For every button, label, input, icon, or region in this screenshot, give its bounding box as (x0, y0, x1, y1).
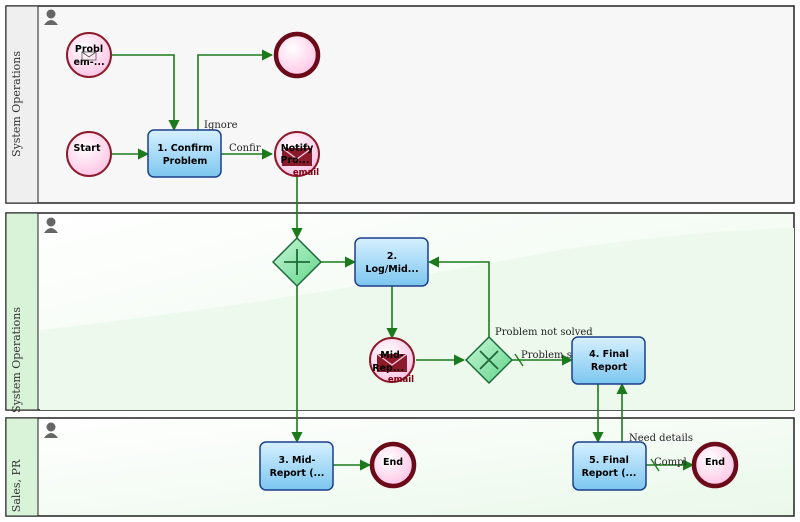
node-label: 4. Final (589, 349, 629, 360)
sequence-flows (112, 49, 695, 471)
node-label: Problem (163, 156, 208, 167)
task-final-report-4[interactable]: 4. Final Report (571, 336, 646, 385)
node-label: Mid- (380, 350, 404, 361)
message-event-mid-report-email[interactable]: Mid- Rep... email (369, 337, 415, 385)
node-label: 2. (387, 251, 397, 262)
flow-xor-to-log-not-solved[interactable] (427, 256, 490, 337)
email-tag: email (293, 168, 319, 178)
task-confirm-problem[interactable]: 1. Confirm Problem (147, 129, 222, 178)
envelope-icon (281, 147, 313, 166)
message-start-event-problem-email[interactable]: Probl em-... (66, 32, 112, 78)
end-event-mid[interactable]: End (369, 441, 417, 489)
label-ignore: Ignore (204, 120, 238, 131)
label-confirm: Confir (229, 143, 261, 154)
pool-title: System Operations (10, 51, 23, 157)
label-complete: Compl (654, 457, 687, 468)
user-icon (44, 217, 58, 233)
envelope-icon (81, 51, 97, 61)
flow-confirm-to-end-ignore[interactable] (197, 49, 274, 130)
message-end-event-notify-problem[interactable]: Notify Pro... email (274, 131, 320, 178)
email-tag: email (388, 375, 414, 385)
parallel-gateway[interactable] (271, 236, 323, 288)
node-label: End (705, 457, 725, 468)
node-label: Report (... (270, 468, 325, 479)
node-label: em-... (73, 57, 104, 68)
user-icon (44, 422, 58, 438)
user-icon (44, 9, 58, 25)
end-event-final[interactable]: End (691, 441, 739, 489)
start-event[interactable]: Start (66, 131, 112, 177)
pool-system-operations-1: System Operations (5, 5, 795, 204)
exclusive-gateway[interactable] (464, 335, 514, 385)
task-log-mid[interactable]: 2. Log/Mid... (354, 237, 429, 287)
node-label: Start (73, 143, 100, 154)
node-label: Report (591, 362, 628, 373)
node-label: Report (... (582, 468, 637, 479)
node-label: Log/Mid... (365, 264, 418, 275)
node-label: End (383, 457, 403, 468)
node-label: 5. Final (589, 455, 629, 466)
task-final-report-5[interactable]: 5. Final Report (... (572, 441, 647, 491)
end-event-ignore[interactable] (273, 31, 321, 79)
pool-title: Sales, PR (10, 459, 23, 512)
node-label: Rep... (372, 363, 403, 374)
label-need-details: Need details (629, 433, 693, 444)
label-problem-not-solved: Problem not solved (495, 327, 593, 338)
node-label: 3. Mid- (279, 455, 316, 466)
task-mid-report-3[interactable]: 3. Mid- Report (... (259, 441, 334, 491)
pool-title: System Operations (10, 307, 23, 413)
envelope-icon (376, 353, 408, 372)
flow-problem-email-to-confirm[interactable] (112, 54, 180, 132)
conditional-markers (514, 353, 660, 472)
node-label: 1. Confirm (157, 143, 213, 154)
node-label: Notify (281, 143, 314, 154)
node-label: Probl (75, 44, 103, 55)
node-label: Pro... (280, 155, 309, 166)
label-problem-solved: Problem s (521, 350, 572, 361)
